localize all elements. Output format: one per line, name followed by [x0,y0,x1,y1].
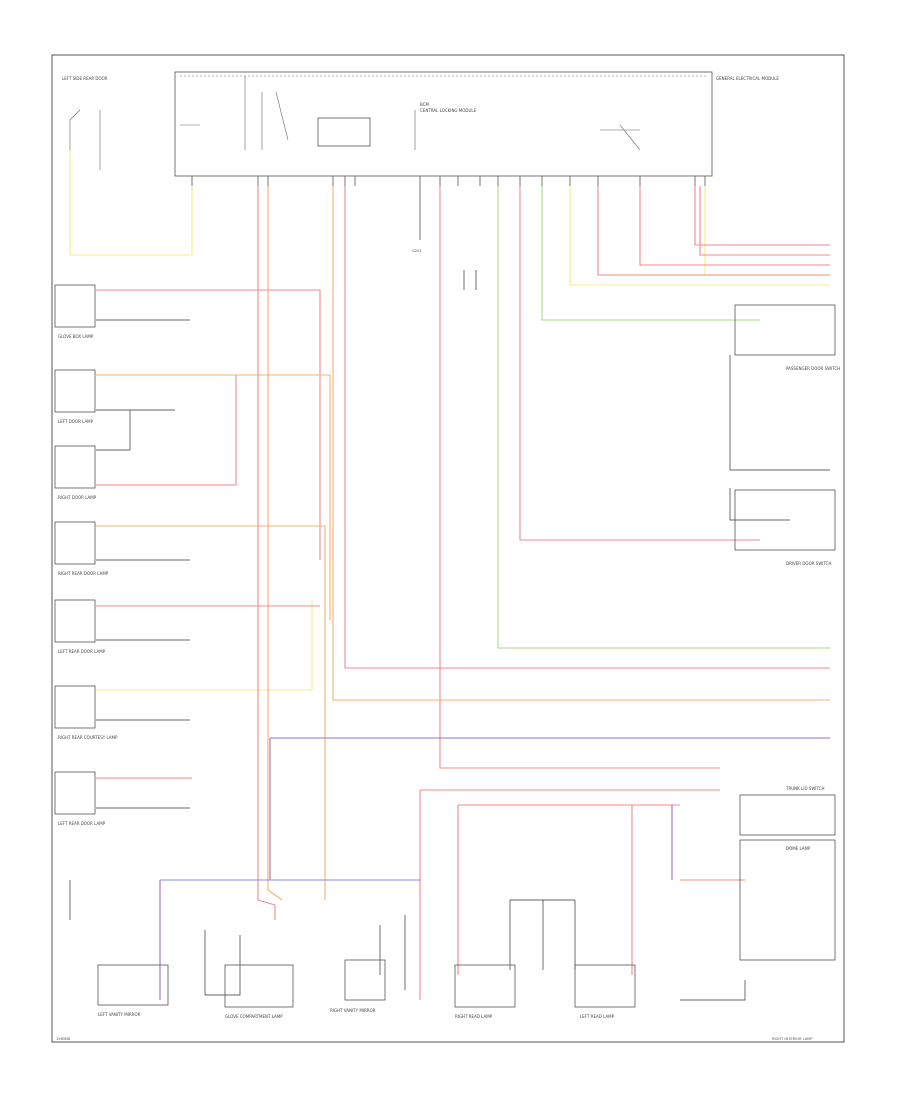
wires [69,150,830,1001]
bcm-sub-label: CENTRAL LOCKING MODULE [420,108,477,113]
left-lamps: GLOVE BOX LAMP LEFT DOOR LAMP RIGHT DOOR… [54,284,118,826]
footer-left-label: 1985NB [56,1037,71,1041]
right-comp-0: PASSENGER DOOR SWITCH [786,366,840,371]
general-module-label: GENERAL ELECTRICAL MODULE [716,76,779,81]
left-comp-0: GLOVE BOX LAMP [58,334,94,339]
ground-label: G201 [412,249,422,253]
left-comp-4: LEFT REAR DOOR LAMP [58,649,106,654]
right-comp-2: TRUNK LID SWITCH [785,786,824,791]
bottom-comp-4: LEFT READ LAMP [580,1014,615,1019]
left-comp-2: RIGHT DOOR LAMP [58,495,97,500]
pin-marks [191,176,706,186]
bottom-comp-3: RIGHT READ LAMP [455,1014,493,1019]
bottom-lamps: LEFT VANITY MIRROR GLOVE COMPARTMENT LAM… [97,959,636,1019]
left-comp-1: LEFT DOOR LAMP [58,419,94,424]
top-left-component: LEFT SIDE REAR DOOR [62,76,108,170]
bcm-label: BCM [420,102,429,107]
right-comp-1: DRIVER DOOR SWITCH [786,561,831,566]
bottom-comp-1: GLOVE COMPARTMENT LAMP [225,1014,283,1019]
general-module-box: BCM CENTRAL LOCKING MODULE GENERAL ELECT… [174,71,779,186]
right-comp-3: DOME LAMP [786,846,811,851]
bottom-comp-2: RIGHT VANITY MIRROR [330,1008,376,1013]
right-switches: PASSENGER DOOR SWITCH DRIVER DOOR SWITCH… [734,304,840,961]
top-left-comp-label: LEFT SIDE REAR DOOR [62,76,108,81]
left-comp-6: LEFT REAR DOOR LAMP [58,821,106,826]
footer-right-label: RIGHT INTERIOR LAMP [772,1037,813,1041]
diagram-frame [51,54,845,1043]
left-comp-5: RIGHT REAR COURTESY LAMP [58,735,118,740]
left-comp-3: RIGHT REAR DOOR LAMP [58,571,109,576]
bottom-comp-0: LEFT VANITY MIRROR [98,1012,141,1017]
